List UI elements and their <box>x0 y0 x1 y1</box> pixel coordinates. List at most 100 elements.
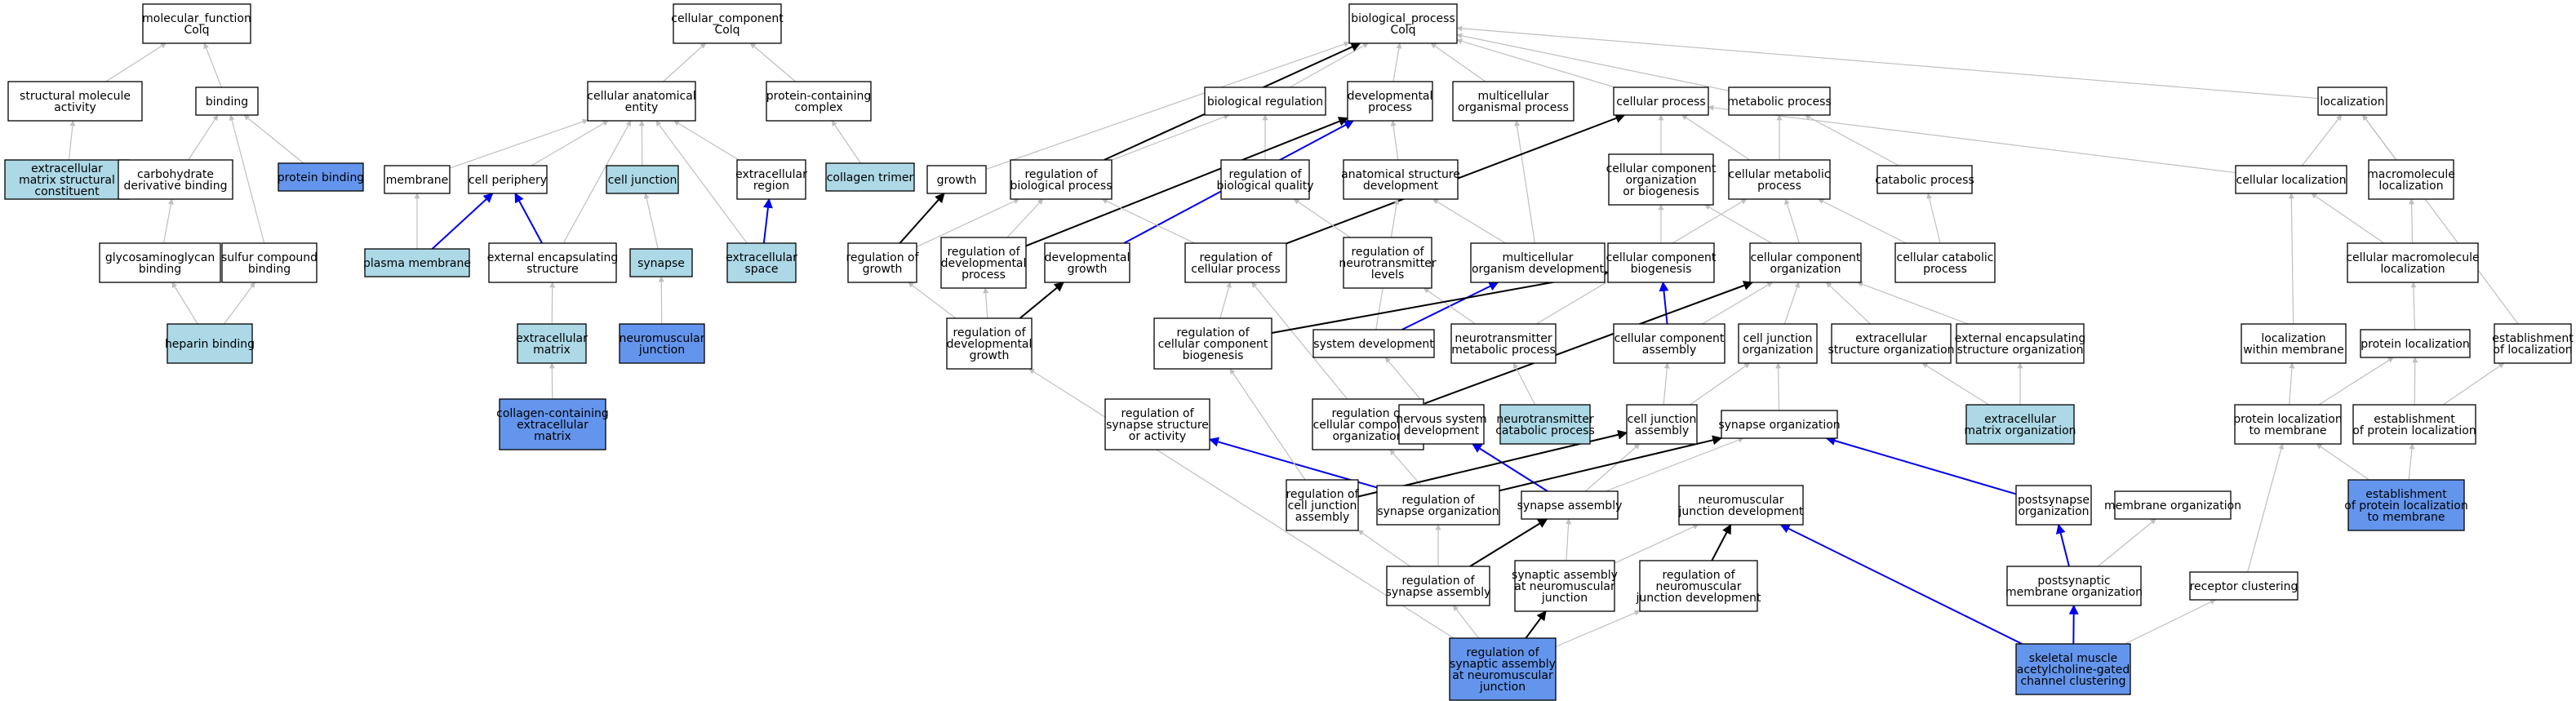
node-protbind[interactable]: protein binding <box>278 162 364 192</box>
node-label-line: postsynapse <box>2018 494 2090 507</box>
edge-cco-to-cmp <box>1784 198 1801 244</box>
node-memorg[interactable]: membrane organization <box>2104 490 2241 520</box>
node-biolreg[interactable]: biological regulation <box>1204 87 1326 116</box>
node-box <box>1613 87 1709 116</box>
node-synapse[interactable]: synapse <box>629 248 693 277</box>
node-growth[interactable]: growth <box>926 165 987 194</box>
edge-regcja-to-regccb <box>1229 368 1306 481</box>
node-binding[interactable]: binding <box>195 87 259 116</box>
node-smachr[interactable]: skeletal muscleacetylcholine-gatedchanne… <box>2015 643 2131 695</box>
edge-smachr-to-rc <box>2125 599 2216 645</box>
node-box <box>1286 479 1359 531</box>
node-localization[interactable]: localization <box>2317 87 2387 116</box>
node-synorg[interactable]: synapse organization <box>1718 410 1841 439</box>
node-box <box>2114 490 2232 520</box>
node-label-line: channel clustering <box>2020 675 2125 688</box>
node-cellperiph[interactable]: cell periphery <box>468 165 548 194</box>
node-colltrimer[interactable]: collagen trimer <box>825 162 915 192</box>
node-sysdev[interactable]: system development <box>1312 329 1435 358</box>
node-celljunc[interactable]: cell junction <box>606 165 679 194</box>
node-plasmamem[interactable]: plasma membrane <box>363 248 471 277</box>
node-metproc[interactable]: metabolic process <box>1727 87 1832 116</box>
node-synassembly[interactable]: synapse assembly <box>1517 490 1623 520</box>
node-cellloc[interactable]: cellular localization <box>2235 165 2347 194</box>
node-label-line: regulation of <box>1286 488 1359 501</box>
node-membrane[interactable]: membrane <box>384 165 451 194</box>
node-cellproc[interactable]: cellular process <box>1613 87 1709 116</box>
edge-cja-to-cca <box>1663 362 1670 406</box>
node-catproc[interactable]: catabolic process <box>1875 165 1974 194</box>
node-protloc[interactable]: protein localization <box>2360 329 2471 358</box>
node-label-line: catabolic process <box>1875 174 1974 187</box>
node-box <box>1204 87 1326 116</box>
node-label-line: extracellular <box>1984 413 2056 426</box>
node-heparin[interactable]: heparin binding <box>165 323 255 364</box>
node-rc[interactable]: receptor clustering <box>2189 571 2298 601</box>
edge-synorg-to-cjo <box>1775 362 1782 411</box>
node-box <box>7 81 143 122</box>
node-label-line: structure organization <box>1956 344 2083 357</box>
node-label-line: protein localization <box>2233 413 2342 426</box>
